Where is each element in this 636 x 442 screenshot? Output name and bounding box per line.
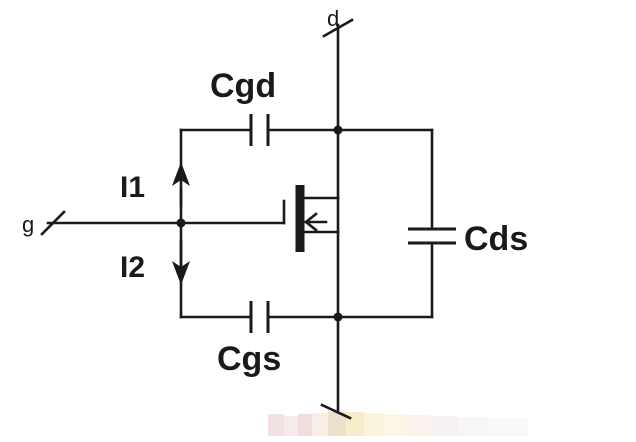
mosfet-source-arrow [303,212,328,232]
i2-arrow-icon [172,239,190,285]
junction-dot-drain-top [333,125,343,135]
drain-terminal-slash [322,18,354,38]
gate-label: g [22,212,34,237]
drain-label: d [327,6,339,31]
cds-label: Cds [464,220,528,258]
junction-dot-gate [176,218,186,228]
i1-label: I1 [120,171,145,204]
bottom-blur-artifact [268,412,528,436]
source-terminal-slash [320,403,352,420]
i1-arrow-icon [172,162,190,207]
junction-dot-drain-bottom [333,312,343,322]
i2-label: I2 [120,251,145,284]
cgs-label: Cgs [217,340,281,378]
cgd-label: Cgd [210,67,276,105]
gate-terminal-slash [40,210,66,236]
